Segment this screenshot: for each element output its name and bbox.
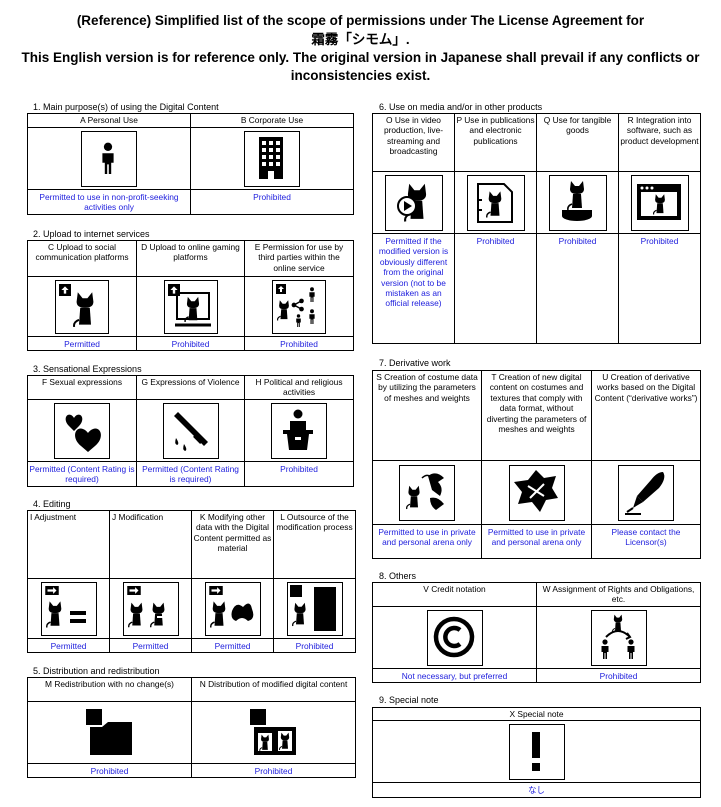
hearts-icon (54, 402, 110, 459)
distribute-modified-icon (245, 704, 302, 761)
section-1-table: A Personal Use B Corporate Use Permitted… (27, 113, 354, 215)
person-icon (81, 130, 137, 187)
item-m-label: M Redistribution with no change(s) (27, 677, 192, 702)
item-i-status: Permitted (27, 637, 110, 654)
item-f-status: Permitted (Content Rating is required) (27, 461, 137, 487)
exclamation-icon (508, 723, 565, 780)
modify-other-icon (204, 581, 261, 636)
section-6-title: 6. Use on media and/or in other products (379, 102, 543, 112)
copyright-icon (426, 609, 483, 666)
item-t-label: T Creation of new digital content on cos… (481, 370, 592, 461)
item-l-label: L Outsource of the modification process (273, 510, 356, 579)
costume-icon (399, 464, 455, 521)
item-i-label: I Adjustment (27, 510, 110, 579)
item-c-status: Permitted (27, 335, 137, 352)
header-line2: This English version is for reference on… (21, 50, 700, 65)
item-o-label: O Use in video production, live-streamin… (372, 113, 455, 172)
redistribute-icon (81, 704, 138, 761)
upload-avatar-icon (55, 279, 109, 334)
item-w-label: W Assignment of Rights and Obligations, … (536, 582, 701, 607)
item-r-label: R Integration into software, such as pro… (618, 113, 701, 172)
section-9-table: X Special note なし (372, 706, 701, 798)
figure-icon (548, 174, 607, 231)
item-d-label: D Upload to online gaming platforms (136, 240, 245, 277)
item-m-status: Prohibited (27, 762, 192, 779)
item-a-status: Permitted to use in non-profit-seeking a… (27, 189, 191, 215)
item-v-label: V Credit notation (372, 582, 537, 607)
header-line1: (Reference) Simplified list of the scope… (76, 13, 645, 28)
adjust-icon (40, 581, 97, 636)
section-5-table: M Redistribution with no change(s) N Dis… (27, 677, 356, 779)
item-w-status: Prohibited (536, 667, 701, 684)
item-h-label: H Political and religious activities (244, 375, 354, 400)
item-u-label: U Creation of derivative works based on … (591, 370, 701, 461)
item-c-label: C Upload to social communication platfor… (27, 240, 137, 277)
item-l-status: Prohibited (273, 637, 356, 654)
header-japanese-name: 霜霧「シモム」. (311, 32, 410, 47)
item-k-status: Permitted (191, 637, 274, 654)
item-b-label: B Corporate Use (190, 113, 354, 128)
building-icon (244, 130, 300, 187)
item-h-status: Prohibited (244, 461, 354, 487)
item-s-label: S Creation of costume data by utilizing … (372, 370, 482, 461)
outsource-icon (286, 581, 343, 636)
item-j-status: Permitted (109, 637, 192, 654)
item-x-label: X Special note (372, 706, 701, 722)
item-u-status: Please contact the Licensor(s) (591, 524, 701, 559)
software-icon (630, 174, 689, 231)
item-x-status: なし (372, 782, 701, 798)
item-g-status: Permitted (Content Rating is required) (136, 461, 245, 487)
section-7-table: S Creation of costume data by utilizing … (372, 370, 701, 559)
item-t-status: Permitted to use in private and personal… (481, 524, 592, 559)
item-e-status: Prohibited (244, 335, 354, 352)
section-8-table: V Credit notation W Assignment of Rights… (372, 582, 701, 684)
item-q-label: Q Use for tangible goods (536, 113, 619, 172)
item-v-status: Not necessary, but preferred (372, 667, 537, 684)
texture-icon (508, 464, 565, 521)
video-icon (384, 174, 443, 231)
section-9-title: 9. Special note (379, 695, 439, 705)
section-5-title: 5. Distribution and redistribution (33, 666, 160, 676)
item-r-status: Prohibited (618, 233, 701, 344)
section-3-title: 3. Sensational Expressions (33, 364, 142, 374)
share-users-icon (272, 279, 326, 334)
header-line3: inconsistencies exist. (290, 68, 431, 83)
publication-icon (466, 174, 525, 231)
section-4-title: 4. Editing (33, 499, 71, 509)
item-p-status: Prohibited (454, 233, 537, 344)
item-f-label: F Sexual expressions (27, 375, 137, 400)
section-2-table: C Upload to social communication platfor… (27, 240, 354, 352)
item-g-label: G Expressions of Violence (136, 375, 245, 400)
upload-game-icon (163, 279, 218, 334)
section-8-title: 8. Others (379, 571, 417, 581)
section-2-title: 2. Upload to internet services (33, 229, 150, 239)
knife-icon (162, 402, 219, 459)
item-e-label: E Permission for use by third parties wi… (244, 240, 354, 277)
item-o-status: Permitted if the modified version is obv… (372, 233, 455, 344)
item-n-label: N Distribution of modified digital conte… (191, 677, 356, 702)
modify-icon (122, 581, 179, 636)
podium-icon (271, 402, 327, 459)
section-1-title: 1. Main purpose(s) of using the Digital … (33, 102, 219, 112)
pen-icon (618, 464, 674, 521)
item-d-status: Prohibited (136, 335, 245, 352)
item-j-label: J Modification (109, 510, 192, 579)
item-a-label: A Personal Use (27, 113, 191, 128)
item-b-status: Prohibited (190, 189, 354, 215)
section-7-title: 7. Derivative work (379, 358, 451, 368)
item-n-status: Prohibited (191, 762, 356, 779)
section-6-table: O Use in video production, live-streamin… (372, 113, 701, 344)
item-k-label: K Modifying other data with the Digital … (191, 510, 274, 579)
section-4-table: I Adjustment J Modification K Modifying … (27, 510, 356, 654)
item-s-status: Permitted to use in private and personal… (372, 524, 482, 559)
item-p-label: P Use in publications and electronic pub… (454, 113, 537, 172)
section-3-table: F Sexual expressions G Expressions of Vi… (27, 375, 354, 487)
assignment-icon (590, 609, 647, 666)
item-q-status: Prohibited (536, 233, 619, 344)
